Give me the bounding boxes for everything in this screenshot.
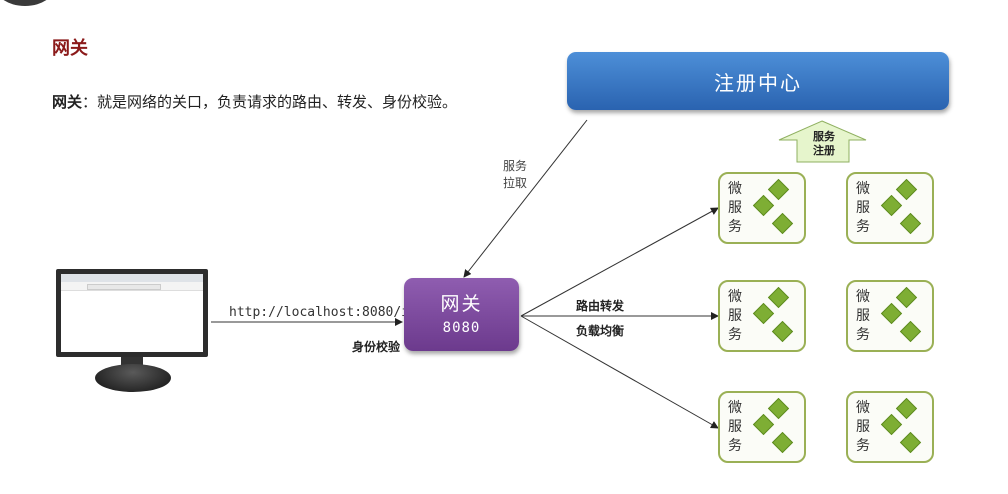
- browser-tab-bar: [61, 274, 203, 282]
- diamond-icon: [895, 286, 918, 309]
- monitor-neck: [121, 357, 143, 367]
- microservice-char: 微: [728, 400, 742, 416]
- registry-center: 注册中心: [567, 52, 949, 110]
- diamond-icon: [899, 320, 922, 343]
- microservice-char: 服: [728, 419, 742, 435]
- diamond-icon: [767, 286, 790, 309]
- corner-circle-decoration: [0, 0, 58, 6]
- page-title: 网关: [52, 38, 88, 59]
- microservice-char: 服: [856, 308, 870, 324]
- microservice-char: 务: [856, 327, 870, 343]
- microservice-box: 微服务: [718, 172, 806, 244]
- microservice-char: 务: [728, 219, 742, 235]
- microservice-char: 微: [728, 289, 742, 305]
- description-term: 网关: [52, 93, 83, 111]
- gateway-name: 网关: [440, 293, 483, 315]
- description: 网关：就是网络的关口，负责请求的路由、转发、身份校验。: [52, 91, 457, 112]
- diamond-icon: [880, 413, 903, 436]
- diamond-icon: [880, 194, 903, 217]
- microservice-box: 微服务: [846, 280, 934, 352]
- microservice-box: 微服务: [718, 280, 806, 352]
- register-label: 服务 注册: [796, 130, 852, 158]
- microservice-box: 微服务: [718, 391, 806, 463]
- browser-address-bar: [87, 284, 161, 290]
- diamond-icon: [899, 212, 922, 235]
- diamond-icon: [771, 320, 794, 343]
- diamond-icon: [771, 431, 794, 454]
- browser-monitor: [56, 269, 208, 357]
- microservice-char: 微: [856, 181, 870, 197]
- monitor-stand: [95, 364, 171, 392]
- auth-label: 身份校验: [352, 340, 401, 354]
- routing-label: 路由转发: [576, 299, 625, 313]
- route-arrow-top: [520, 207, 719, 317]
- diamond-icon: [752, 194, 775, 217]
- register-up-arrow: [778, 120, 867, 163]
- pull-label: 服务 拉取: [493, 158, 537, 192]
- gateway-port: 8080: [442, 320, 481, 336]
- diamond-icon: [899, 431, 922, 454]
- microservice-char: 服: [856, 419, 870, 435]
- gateway-box: 网关 8080: [404, 278, 519, 351]
- microservice-char: 服: [728, 308, 742, 324]
- register-label-line1: 服务: [813, 130, 835, 143]
- microservice-char: 务: [728, 438, 742, 454]
- microservice-char: 微: [856, 289, 870, 305]
- pull-label-line2: 拉取: [502, 176, 527, 190]
- microservice-char: 微: [856, 400, 870, 416]
- microservice-char: 微: [728, 181, 742, 197]
- microservice-box: 微服务: [846, 391, 934, 463]
- request-url: http://localhost:8080/items: [229, 305, 441, 320]
- microservice-char: 务: [728, 327, 742, 343]
- diamond-icon: [752, 413, 775, 436]
- microservice-char: 服: [856, 200, 870, 216]
- microservice-char: 务: [856, 438, 870, 454]
- pull-label-line1: 服务: [502, 159, 527, 173]
- route-arrow-bottom: [520, 315, 719, 429]
- diamond-icon: [752, 302, 775, 325]
- diamond-icon: [771, 212, 794, 235]
- microservice-char: 务: [856, 219, 870, 235]
- microservice-box: 微服务: [846, 172, 934, 244]
- diamond-icon: [895, 397, 918, 420]
- register-label-line2: 注册: [813, 144, 835, 157]
- diamond-icon: [895, 178, 918, 201]
- diamond-icon: [880, 302, 903, 325]
- description-text: ：就是网络的关口，负责请求的路由、转发、身份校验。: [82, 93, 458, 111]
- microservice-char: 服: [728, 200, 742, 216]
- diamond-icon: [767, 178, 790, 201]
- browser-screen: [61, 274, 203, 352]
- pull-arrow: [463, 119, 588, 278]
- load-balance-label: 负载均衡: [576, 324, 625, 338]
- diamond-icon: [767, 397, 790, 420]
